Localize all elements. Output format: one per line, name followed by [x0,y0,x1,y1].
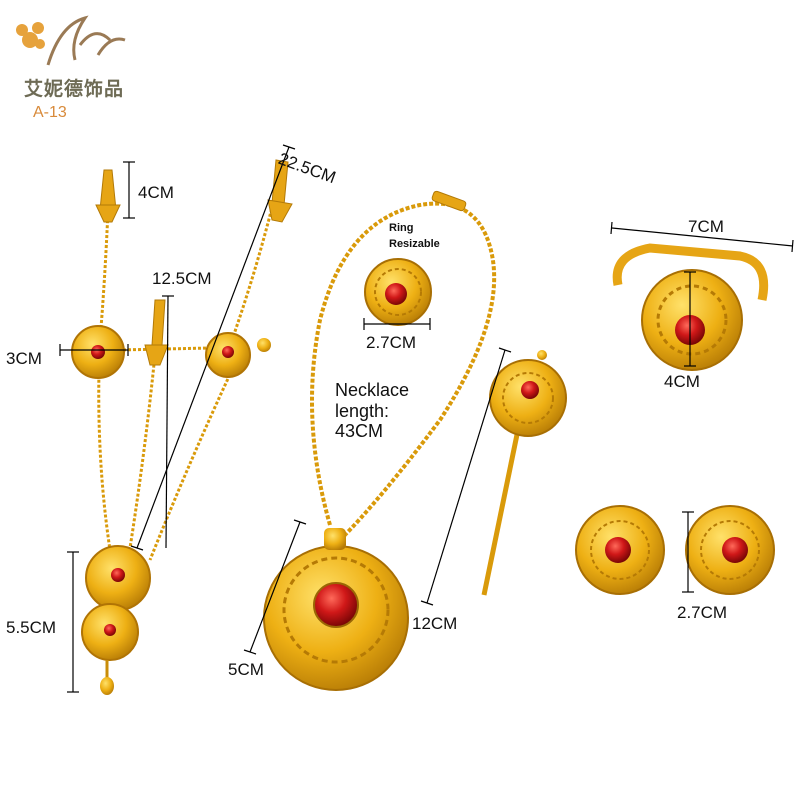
drop-pendant-icon [81,545,151,695]
side-chain-length-label: 12.5CM [152,269,212,288]
earring-icon [575,505,775,595]
brand-chinese-name: 艾妮德饰品 [24,78,125,100]
bracelet-icon [612,243,769,371]
ring-size-label: 2.7CM [366,333,417,352]
necklace-chain [310,201,497,542]
drop-pendant-length-label: 5.5CM [6,618,57,637]
ring-title-line1: Ring [389,222,414,234]
hair-clip-icon [95,159,293,366]
side-ornament-size-label: 3CM [6,349,42,368]
clip-length-label: 4CM [138,183,174,202]
headpiece-chains [97,174,282,561]
bracelet-width-label: 7CM [688,217,724,236]
hairpin-icon [481,350,567,596]
pendant-size-label: 5CM [228,660,264,679]
ring-title-line2: Resizable [389,238,440,250]
ring-icon [364,258,432,326]
measurement-lines [59,144,794,693]
hairpin-length-label: 12CM [412,614,458,633]
necklace-pendant-icon [263,528,409,691]
earring-size-label: 2.7CM [677,603,728,622]
brand-logo-icon [16,15,126,66]
bracelet-stone-label: 4CM [664,372,700,391]
necklace-length-label: Necklace length: 43CM [335,380,410,442]
product-code: A-13 [33,104,67,121]
flower-ornament-icon [71,325,271,379]
